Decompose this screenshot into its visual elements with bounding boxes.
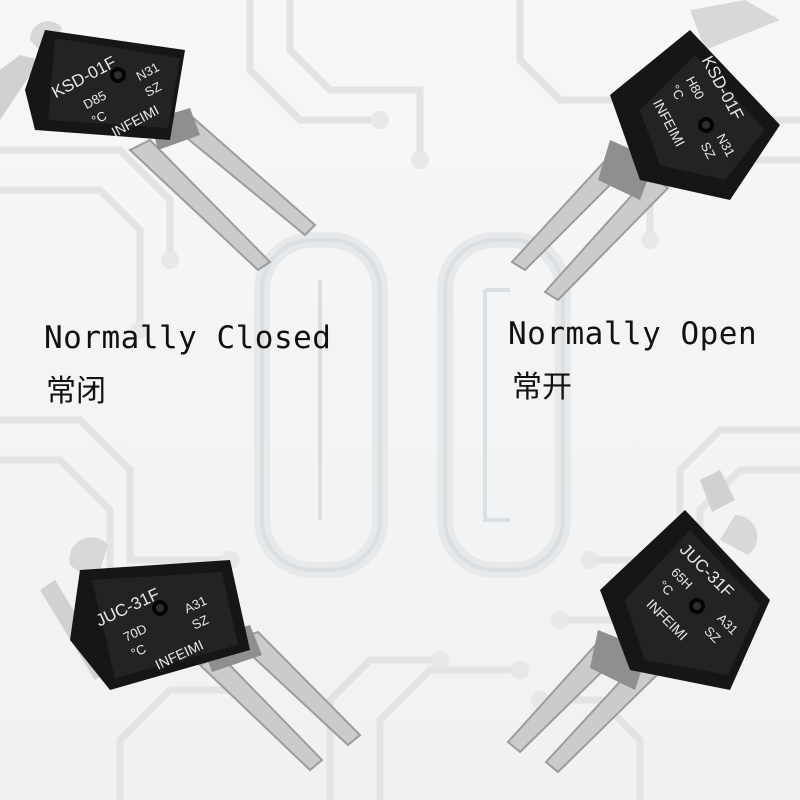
normally-open-chinese-label: 常开 — [512, 370, 572, 405]
normally-open-label: Normally Open — [508, 316, 758, 352]
normally-closed-chinese-label: 常闭 — [46, 374, 106, 409]
normally-closed-label: Normally Closed — [44, 320, 332, 356]
